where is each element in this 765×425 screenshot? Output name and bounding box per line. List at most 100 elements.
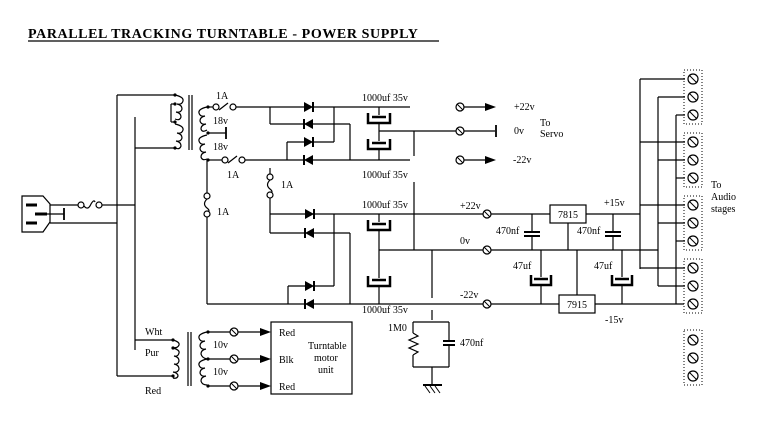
audio-rail-pos-label: +22v bbox=[460, 201, 481, 212]
servo-rail-zero-label: 0v bbox=[514, 126, 524, 137]
motor-winding-top-label: 10v bbox=[213, 340, 228, 351]
servo-diode-4-icon bbox=[303, 155, 313, 165]
audio-rail-neg-label: -22v bbox=[460, 290, 478, 301]
audio-terminal-neg-icon[interactable] bbox=[482, 299, 492, 309]
motor-unit-name-line3: unit bbox=[318, 365, 334, 376]
strip1-terminal-3-icon[interactable] bbox=[687, 109, 699, 121]
strip5-terminal-1-icon[interactable] bbox=[687, 334, 699, 346]
cap-ground-label: 470nf bbox=[460, 338, 484, 349]
strip4-terminal-2-icon[interactable] bbox=[687, 280, 699, 292]
motor-unit-box bbox=[270, 321, 353, 395]
audio-terminal-pos-icon[interactable] bbox=[482, 209, 492, 219]
servo-terminal-pos-icon[interactable] bbox=[455, 102, 465, 112]
fuse-top-icon bbox=[212, 102, 237, 111]
servo-arrow-pos-icon bbox=[485, 103, 496, 111]
fuse-top-label: 1A bbox=[216, 91, 229, 102]
motor-terminal-bottom-icon[interactable] bbox=[229, 381, 239, 391]
strip2-terminal-2-icon[interactable] bbox=[687, 154, 699, 166]
fuse-bottom-label: 1A bbox=[227, 170, 240, 181]
servo-destination-line2: Servo bbox=[540, 129, 563, 140]
motor-pin-mid-label: Blk bbox=[279, 355, 293, 366]
strip5-terminal-2-icon[interactable] bbox=[687, 352, 699, 364]
servo-diode-1-icon bbox=[304, 102, 314, 112]
motor-wire-wht-label: Wht bbox=[145, 327, 162, 338]
cap-470nf-left-label: 470nf bbox=[496, 226, 520, 237]
fuse-aux-left-icon[interactable] bbox=[203, 192, 211, 218]
strip2-terminal-1-icon[interactable] bbox=[687, 136, 699, 148]
strip3-terminal-2-icon[interactable] bbox=[687, 217, 699, 229]
audio-terminal-zero-icon[interactable] bbox=[482, 245, 492, 255]
strip2-terminal-3-icon[interactable] bbox=[687, 172, 699, 184]
servo-diode-2-icon bbox=[303, 119, 313, 129]
motor-unit-name-line1: Turntable bbox=[308, 341, 347, 352]
motor-arrow-bottom-icon bbox=[260, 382, 271, 390]
fuse-aux-right-label: 1A bbox=[281, 180, 294, 191]
audio-diode-3-icon bbox=[305, 281, 315, 291]
motor-terminal-mid-icon[interactable] bbox=[229, 354, 239, 364]
servo-arrow-neg-icon bbox=[485, 156, 496, 164]
regulator-7915-label: 7915 bbox=[567, 300, 587, 311]
strip5-terminal-3-icon[interactable] bbox=[687, 370, 699, 382]
winding-18v-bottom-label: 18v bbox=[213, 142, 228, 153]
cap-470nf-left-icon bbox=[524, 231, 540, 237]
terminal-strip-4 bbox=[683, 258, 703, 314]
motor-wire-red-label: Red bbox=[145, 386, 161, 397]
servo-cap-top-label: 1000uf 35v bbox=[362, 93, 408, 104]
schematic-title: PARALLEL TRACKING TURNTABLE - POWER SUPP… bbox=[28, 27, 418, 42]
audio-cap-bottom-label: 1000uf 35v bbox=[362, 305, 408, 316]
out-pos-label: +15v bbox=[604, 198, 625, 209]
cap-47uf-left-label: 47uf bbox=[513, 261, 532, 272]
main-transformer-icon bbox=[170, 93, 210, 162]
servo-rail-neg-label: -22v bbox=[513, 155, 531, 166]
motor-pin-top-label: Red bbox=[279, 328, 295, 339]
mains-fuse-icon bbox=[77, 200, 103, 209]
mains-inlet-icon bbox=[21, 195, 51, 233]
audio-destination-line2: Audio bbox=[711, 192, 736, 203]
fuse-aux-left-label: 1A bbox=[217, 207, 230, 218]
ground-icon bbox=[423, 384, 442, 394]
resistor-1m0-label: 1M0 bbox=[388, 323, 407, 334]
audio-diode-2-icon bbox=[304, 228, 314, 238]
audio-cap-top-label: 1000uf 35v bbox=[362, 200, 408, 211]
terminal-strip-2 bbox=[683, 132, 703, 188]
strip1-terminal-1-icon[interactable] bbox=[687, 73, 699, 85]
servo-destination-line1: To bbox=[540, 118, 550, 129]
audio-diode-4-icon bbox=[304, 299, 314, 309]
cap-47uf-right-label: 47uf bbox=[594, 261, 613, 272]
audio-destination-line1: To bbox=[711, 180, 721, 191]
strip1-terminal-2-icon[interactable] bbox=[687, 91, 699, 103]
strip4-terminal-3-icon[interactable] bbox=[687, 298, 699, 310]
motor-unit-name-line2: motor bbox=[314, 353, 339, 364]
servo-diode-3-icon bbox=[304, 137, 314, 147]
strip4-terminal-1-icon[interactable] bbox=[687, 262, 699, 274]
strip3-terminal-3-icon[interactable] bbox=[687, 235, 699, 247]
cap-ground-icon bbox=[443, 340, 455, 346]
terminal-strip-1 bbox=[683, 69, 703, 125]
regulator-7815-label: 7815 bbox=[558, 210, 578, 221]
strip3-terminal-1-icon[interactable] bbox=[687, 199, 699, 211]
motor-pin-bottom-label: Red bbox=[279, 382, 295, 393]
terminal-strip-3 bbox=[683, 195, 703, 251]
motor-arrow-mid-icon bbox=[260, 355, 271, 363]
motor-winding-bottom-label: 10v bbox=[213, 367, 228, 378]
winding-18v-top-label: 18v bbox=[213, 116, 228, 127]
audio-diode-1-icon bbox=[305, 209, 315, 219]
fuse-aux-right-icon[interactable] bbox=[266, 173, 274, 199]
cap-470nf-right-icon bbox=[605, 231, 621, 237]
servo-cap-bottom-label: 1000uf 35v bbox=[362, 170, 408, 181]
resistor-1m0-icon bbox=[407, 332, 420, 356]
audio-destination-line3: stages bbox=[711, 204, 736, 215]
servo-terminal-neg-icon[interactable] bbox=[455, 155, 465, 165]
servo-rail-pos-label: +22v bbox=[514, 102, 535, 113]
fuse-bottom-icon bbox=[221, 155, 246, 164]
terminal-strip-5 bbox=[683, 329, 703, 386]
motor-transformer-icon bbox=[171, 330, 210, 388]
audio-rail-zero-label: 0v bbox=[460, 236, 470, 247]
motor-terminal-top-icon[interactable] bbox=[229, 327, 239, 337]
cap-470nf-right-label: 470nf bbox=[577, 226, 601, 237]
motor-arrow-top-icon bbox=[260, 328, 271, 336]
motor-wire-pur-label: Pur bbox=[145, 348, 160, 359]
servo-terminal-zero-icon[interactable] bbox=[455, 126, 465, 136]
out-neg-label: -15v bbox=[605, 315, 623, 326]
